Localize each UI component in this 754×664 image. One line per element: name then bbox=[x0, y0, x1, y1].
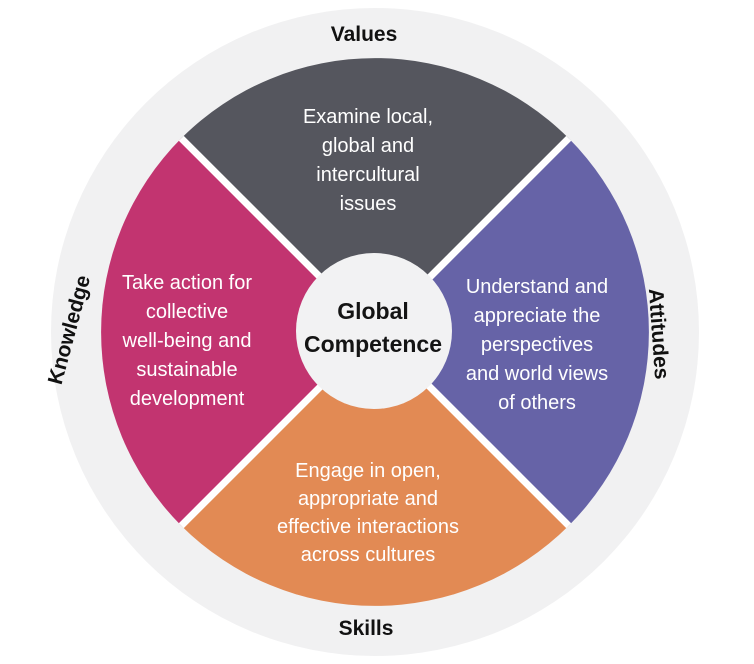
center-hub-circle bbox=[296, 253, 452, 409]
skills-wedge bbox=[181, 332, 569, 606]
values-wedge bbox=[181, 58, 569, 332]
center-title: Global Competence bbox=[303, 298, 443, 357]
ring-label-values: Values bbox=[330, 23, 398, 46]
values-wedge-text: Examine local, global and intercultural … bbox=[302, 106, 434, 215]
ring-label-skills: Skills bbox=[338, 617, 394, 640]
attitudes-wedge-text: Understand and appreciate the perspectiv… bbox=[465, 276, 609, 414]
skills-wedge-text: Engage in open, appropriate and effectiv… bbox=[277, 460, 459, 566]
knowledge-wedge-text: Take action for collective well-being an… bbox=[121, 272, 253, 410]
knowledge-wedge bbox=[101, 138, 376, 526]
attitudes-wedge bbox=[375, 138, 649, 526]
